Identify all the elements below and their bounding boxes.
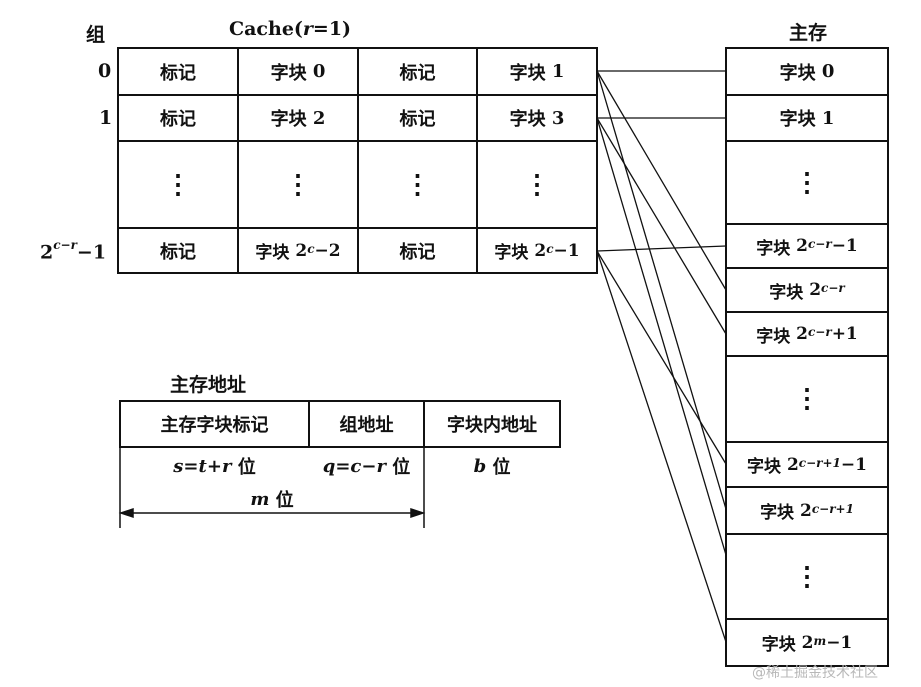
cache-block-2: 字块 2 <box>270 107 326 131</box>
mem-block-1: 字块 1 <box>779 107 835 131</box>
cache-tag-1: 标记 <box>160 109 196 130</box>
address-field-tag: 主存字块标记 <box>160 415 269 436</box>
cache-block-1: 字块 1 <box>509 61 565 84</box>
address-title: 主存地址 <box>170 374 247 396</box>
cache-tag-0: 标记 <box>160 62 196 84</box>
group-header: 组 <box>86 24 106 46</box>
address-total-width: m 位 <box>250 488 294 512</box>
group-label-last: 2c−r−1 <box>40 238 107 264</box>
cache-ellipsis-4: ⋮ <box>524 169 550 200</box>
group-label-0: 0 <box>98 60 112 82</box>
watermark: @稀土掘金技术社区 <box>752 665 878 681</box>
group-label-1: 1 <box>99 107 113 129</box>
mem-block-0: 字块 0 <box>779 61 835 84</box>
mapping-lines <box>596 70 727 643</box>
mem-ellipsis-2: ⋮ <box>794 384 820 414</box>
cache-tag-1b: 标记 <box>399 109 436 130</box>
cache-tag-last: 标记 <box>160 241 196 263</box>
cache-ellipsis-1: ⋮ <box>165 169 191 200</box>
cache-title: Cache(r=1) <box>229 18 352 40</box>
main-memory-title: 主存 <box>789 22 828 44</box>
cache-block-3: 字块 3 <box>509 107 565 131</box>
mem-ellipsis-1: ⋮ <box>794 167 820 198</box>
address-width-q: q=c−r 位 <box>322 455 411 479</box>
address-field-group: 组地址 <box>339 415 394 436</box>
address-width-s: s=t+r 位 <box>173 455 256 479</box>
cache-block-0: 字块 0 <box>270 61 326 84</box>
address-width-b: b 位 <box>473 455 511 479</box>
m-bit-span-arrow <box>118 447 426 528</box>
address-field-offset: 字块内地址 <box>447 415 537 436</box>
mem-ellipsis-3: ⋮ <box>794 561 820 592</box>
cache-ellipsis-3: ⋮ <box>404 169 431 200</box>
cache-tag-0b: 标记 <box>399 62 436 84</box>
address-frame <box>119 400 561 448</box>
cache-tag-lastb: 标记 <box>399 241 436 263</box>
cache-ellipsis-2: ⋮ <box>285 169 311 200</box>
